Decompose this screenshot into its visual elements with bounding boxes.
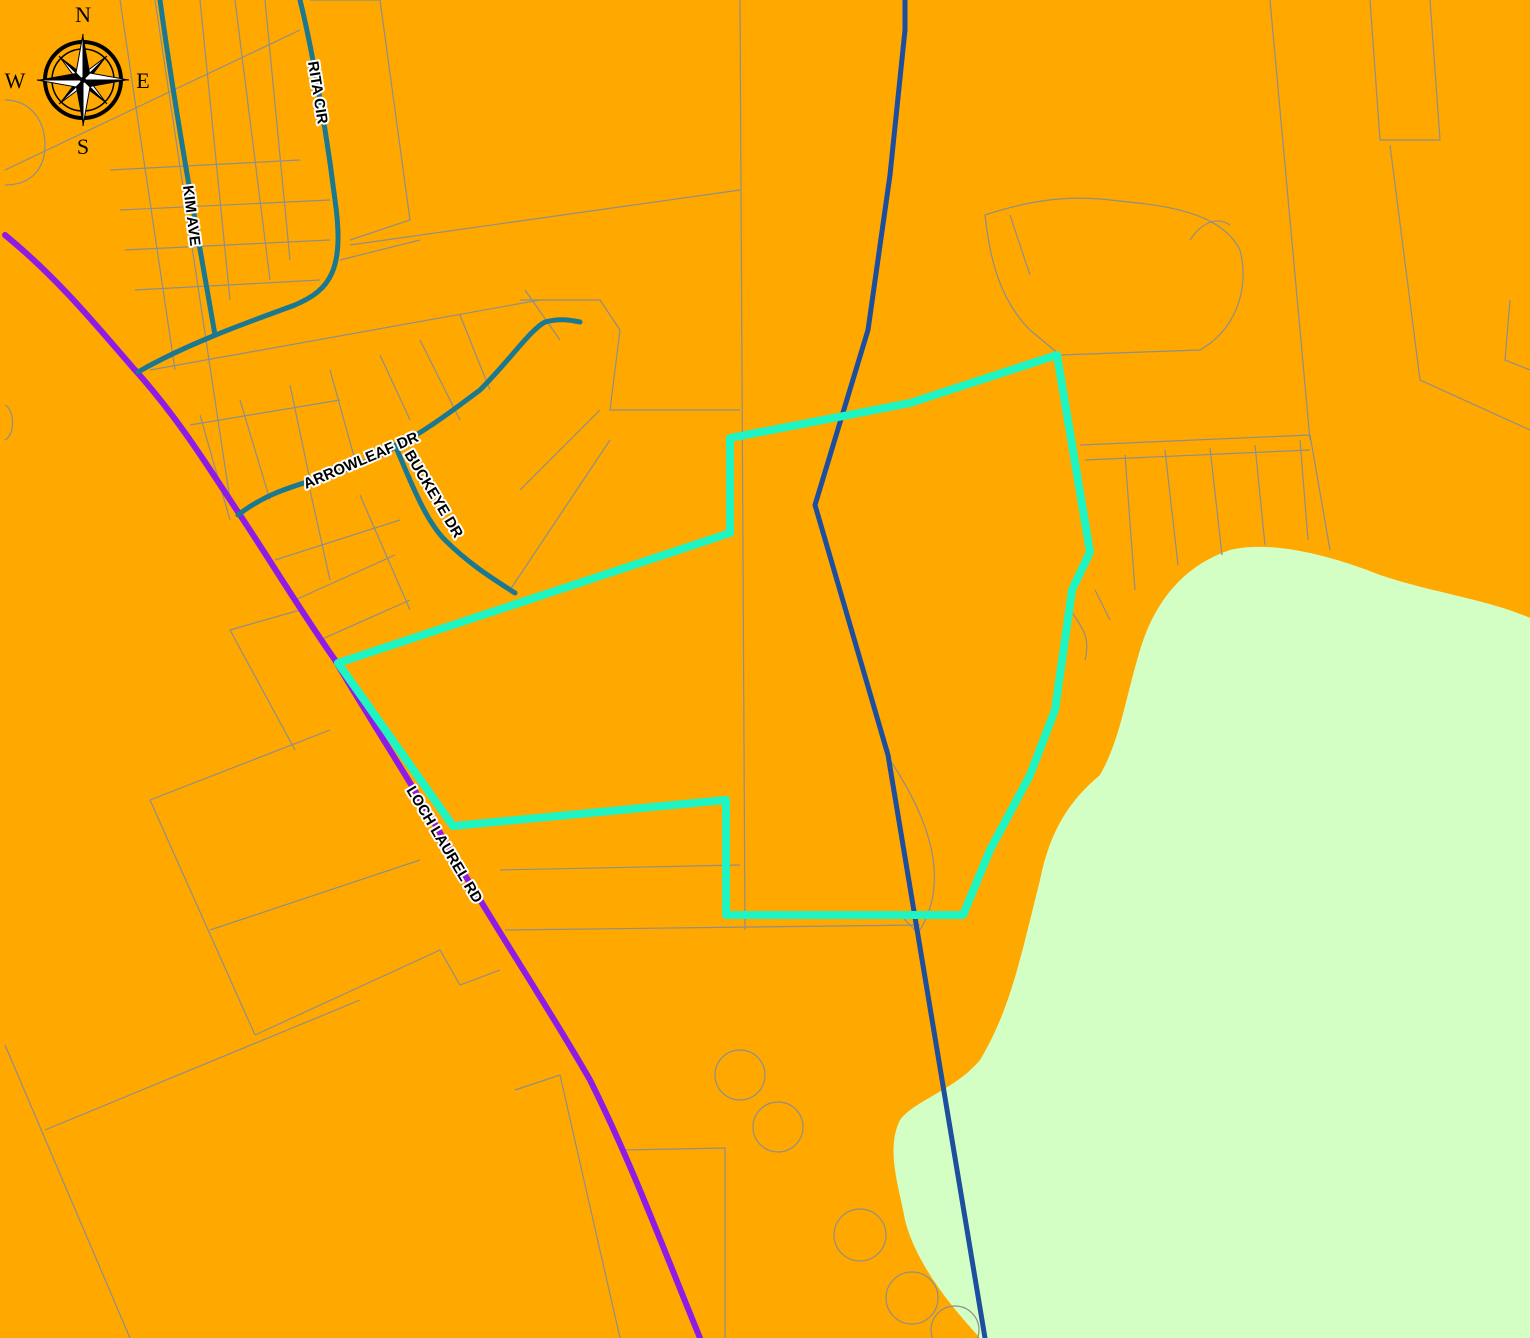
- rita-cir-line: [135, 0, 341, 375]
- compass-south: S: [77, 134, 89, 159]
- water-area: [893, 546, 1530, 1338]
- compass-west: W: [5, 68, 26, 93]
- transmission-line: [812, 0, 988, 1338]
- buckeye-dr-line: [392, 442, 518, 596]
- local-streets: [135, 0, 583, 596]
- subject-property-boundary[interactable]: [334, 351, 1094, 919]
- kim-ave-line: [157, 0, 218, 338]
- compass-east: E: [136, 68, 149, 93]
- parcel-lines: [4, 0, 1530, 1338]
- compass-rose-icon: N S E W: [5, 2, 150, 159]
- compass-north: N: [75, 2, 91, 27]
- arrowleaf-dr-line: [235, 317, 583, 518]
